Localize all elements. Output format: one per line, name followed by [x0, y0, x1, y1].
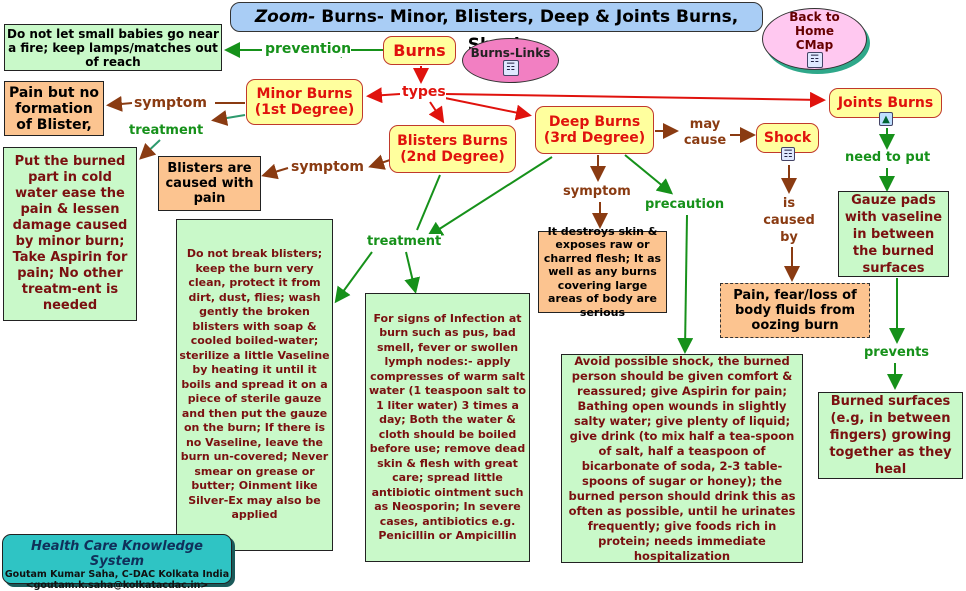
concept-minor-label: Minor Burns (1st Degree)	[254, 86, 355, 118]
label-symptom-blister: symptom	[291, 159, 364, 175]
blister-treatment-box-2: For signs of Infection at burn such as p…	[365, 293, 530, 562]
joints-gauze-box: Gauze pads with vaseline in between the …	[838, 191, 949, 277]
concept-burns-label: Burns	[393, 41, 446, 60]
minor-symptom-box: Pain but no formation of Blister,	[4, 81, 104, 136]
link-treatment-box2	[404, 251, 421, 294]
concept-deep-label: Deep Burns (3rd Degree)	[543, 114, 646, 146]
link-precaution-box	[677, 214, 694, 354]
link-types-deep	[444, 97, 532, 121]
concept-map-link-icon[interactable]: ☶	[781, 147, 795, 161]
label-symptom-minor: symptom	[134, 95, 207, 111]
page-title: Zoom- Burns- Minor, Blisters, Deep & Joi…	[230, 2, 763, 55]
concept-shock-label: Shock	[763, 130, 812, 146]
deep-precaution-box: Avoid possible shock, the burned person …	[561, 354, 803, 563]
label-is-caused-by: is caused by	[760, 195, 818, 246]
concept-burns[interactable]: Burns	[383, 36, 456, 65]
footer-title: Health Care Knowledge System	[31, 539, 203, 569]
back-home-label: Back to Home CMap	[789, 10, 840, 52]
link-treatment-box1	[334, 251, 373, 304]
concept-shock[interactable]: Shock	[756, 123, 819, 153]
label-prevents: prevents	[864, 345, 930, 360]
label-treatment-minor: treatment	[129, 123, 204, 138]
link-minor-treatment	[211, 110, 246, 126]
concept-minor-burns[interactable]: Minor Burns (1st Degree)	[246, 79, 363, 125]
deep-symptom-box: It destroys skin & exposes raw or charre…	[538, 225, 667, 319]
blister-treatment-box-1: Do not break blisters; keep the burn ver…	[176, 219, 333, 551]
link-treatment-minorbox	[139, 139, 161, 160]
link-deep-treatment	[426, 156, 553, 238]
link-blister-symptom	[368, 154, 391, 170]
link-types-minor	[366, 87, 401, 104]
concept-deep-burns[interactable]: Deep Burns (3rd Degree)	[535, 106, 654, 154]
concept-blister-label: Blisters Burns (2nd Degree)	[397, 133, 508, 165]
prevention-box: Do not let small babies go near a fire; …	[4, 24, 222, 71]
footer-credit: Health Care Knowledge System Goutam Kuma…	[2, 534, 232, 591]
link-symptom-minorbox	[106, 95, 133, 112]
blister-symptom-box: Blisters are caused with pain	[158, 156, 261, 211]
burns-links-label: Burns-Links	[470, 45, 551, 60]
concept-blister-burns[interactable]: Blisters Burns (2nd Degree)	[389, 125, 516, 173]
label-symptom-deep: symptom	[563, 184, 631, 199]
concept-map-link-icon[interactable]: ☶	[502, 59, 519, 76]
label-need-to-put: need to put	[845, 150, 931, 165]
link-symptom-blisterbox	[261, 163, 289, 180]
label-treatment-blister: treatment	[367, 234, 442, 249]
footer-author: Goutam Kumar Saha, C-DAC Kolkata India	[4, 569, 230, 580]
image-link-icon[interactable]: ▲	[879, 112, 893, 126]
link-deep-precaution	[624, 154, 674, 195]
label-types: types	[402, 84, 446, 100]
link-types-blister	[428, 101, 445, 124]
concept-map-link-icon[interactable]: ☶	[806, 52, 823, 68]
label-may-cause: may cause	[681, 117, 729, 149]
label-precaution: precaution	[645, 197, 725, 212]
title-italic: Zoom-	[254, 7, 316, 27]
link-types-joints	[444, 91, 826, 108]
link-blister-treatment	[416, 174, 441, 231]
label-prevention: prevention	[265, 41, 352, 57]
back-to-home-button[interactable]: Back to Home CMap ☶	[762, 8, 867, 70]
minor-treatment-box: Put the burned part in cold water ease t…	[3, 147, 137, 321]
footer-email: <goutam.k.saha@kolkatacdac.in>	[25, 580, 209, 591]
shock-cause-box: Pain, fear/loss of body fluids from oozi…	[720, 283, 870, 338]
burns-links-node[interactable]: Burns-Links ☶	[462, 38, 559, 83]
concept-joints-label: Joints Burns	[837, 95, 934, 111]
joints-prevents-box: Burned surfaces (e.g, in between fingers…	[818, 392, 963, 479]
